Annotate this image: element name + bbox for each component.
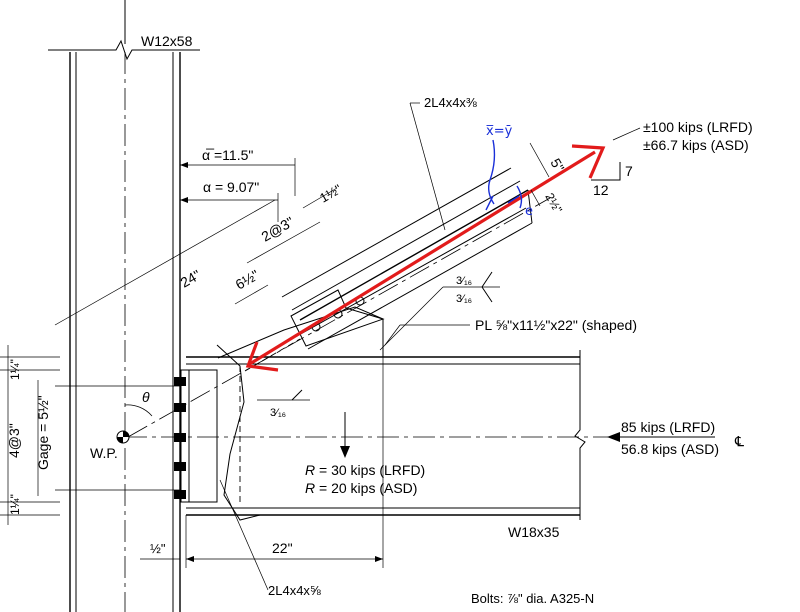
- bolt-spacing-dim: 2@3": [259, 213, 297, 244]
- alpha-dim: α = 9.07": [203, 179, 259, 195]
- weld-size-top: 3⁄₁₆: [456, 275, 472, 287]
- end-dist-bottom: 1¼": [8, 494, 22, 515]
- dim-24: 24": [178, 266, 204, 290]
- brace-angle-label: 2L4x4x⅜: [424, 95, 477, 110]
- edge-distance-dim: 1½": [317, 181, 344, 206]
- weld-size-beam: 3⁄₁₆: [270, 407, 286, 419]
- work-point-symbol: [116, 430, 130, 444]
- theta-label: θ: [142, 389, 150, 405]
- brace-force-arrow: [245, 144, 606, 372]
- e-note: e: [525, 204, 533, 219]
- gage-dim: Gage = 5½": [35, 395, 51, 470]
- length-22-dim: 22": [272, 540, 293, 556]
- centerline-symbol: ℄: [734, 433, 744, 449]
- slope-run: 12: [593, 182, 609, 198]
- brace-force-asd: ±66.7 kips (ASD): [643, 137, 749, 153]
- beam-section-label: W18x35: [508, 524, 560, 540]
- weld-symbol-gusset: [379, 271, 500, 351]
- dimension-2at3: [246, 221, 321, 264]
- work-point-label: W.P.: [90, 445, 118, 461]
- dim-2-5: 2½": [542, 191, 565, 216]
- setback-dim: ½": [150, 541, 166, 556]
- gusset-plate: [216, 306, 384, 521]
- gusset-plate-label: PL ⅝"x11½"x22" (shaped): [475, 317, 637, 333]
- slope-triangle: [591, 162, 621, 181]
- column-section-label: W12x58: [141, 33, 193, 49]
- beam-axial-asd: 56.8 kips (ASD): [621, 441, 719, 457]
- bolt-group-column: [174, 377, 186, 499]
- weld-size-bottom: 3⁄₁₆: [456, 293, 472, 305]
- left-dimension-lines: [0, 345, 180, 525]
- end-dist-top: 1¼": [8, 359, 22, 380]
- handwritten-notes: [485, 139, 523, 211]
- column: [48, 0, 200, 612]
- reaction-lrfd: R = 30 kips (LRFD): [305, 462, 425, 478]
- bolt-rows-dim: 4@3": [6, 423, 22, 458]
- brace-force-lrfd: ±100 kips (LRFD): [643, 119, 753, 135]
- weld-symbol-beam: [257, 389, 310, 401]
- clip-angle-label: 2L4x4x⅝: [268, 583, 321, 598]
- reaction-asd: R = 20 kips (ASD): [305, 480, 417, 496]
- alpha-bar-dim: α̅ =11.5": [202, 147, 253, 163]
- beam-axial-lrfd: 85 kips (LRFD): [621, 419, 715, 435]
- xbar-ybar-note: x̅=ȳ: [486, 124, 513, 139]
- dim-6-5: 6½": [233, 267, 262, 293]
- slope-rise: 7: [625, 163, 633, 179]
- clip-angle: [180, 369, 218, 503]
- bolts-note: Bolts: ⅞" dia. A325-N: [471, 591, 594, 606]
- brace: [127, 167, 551, 438]
